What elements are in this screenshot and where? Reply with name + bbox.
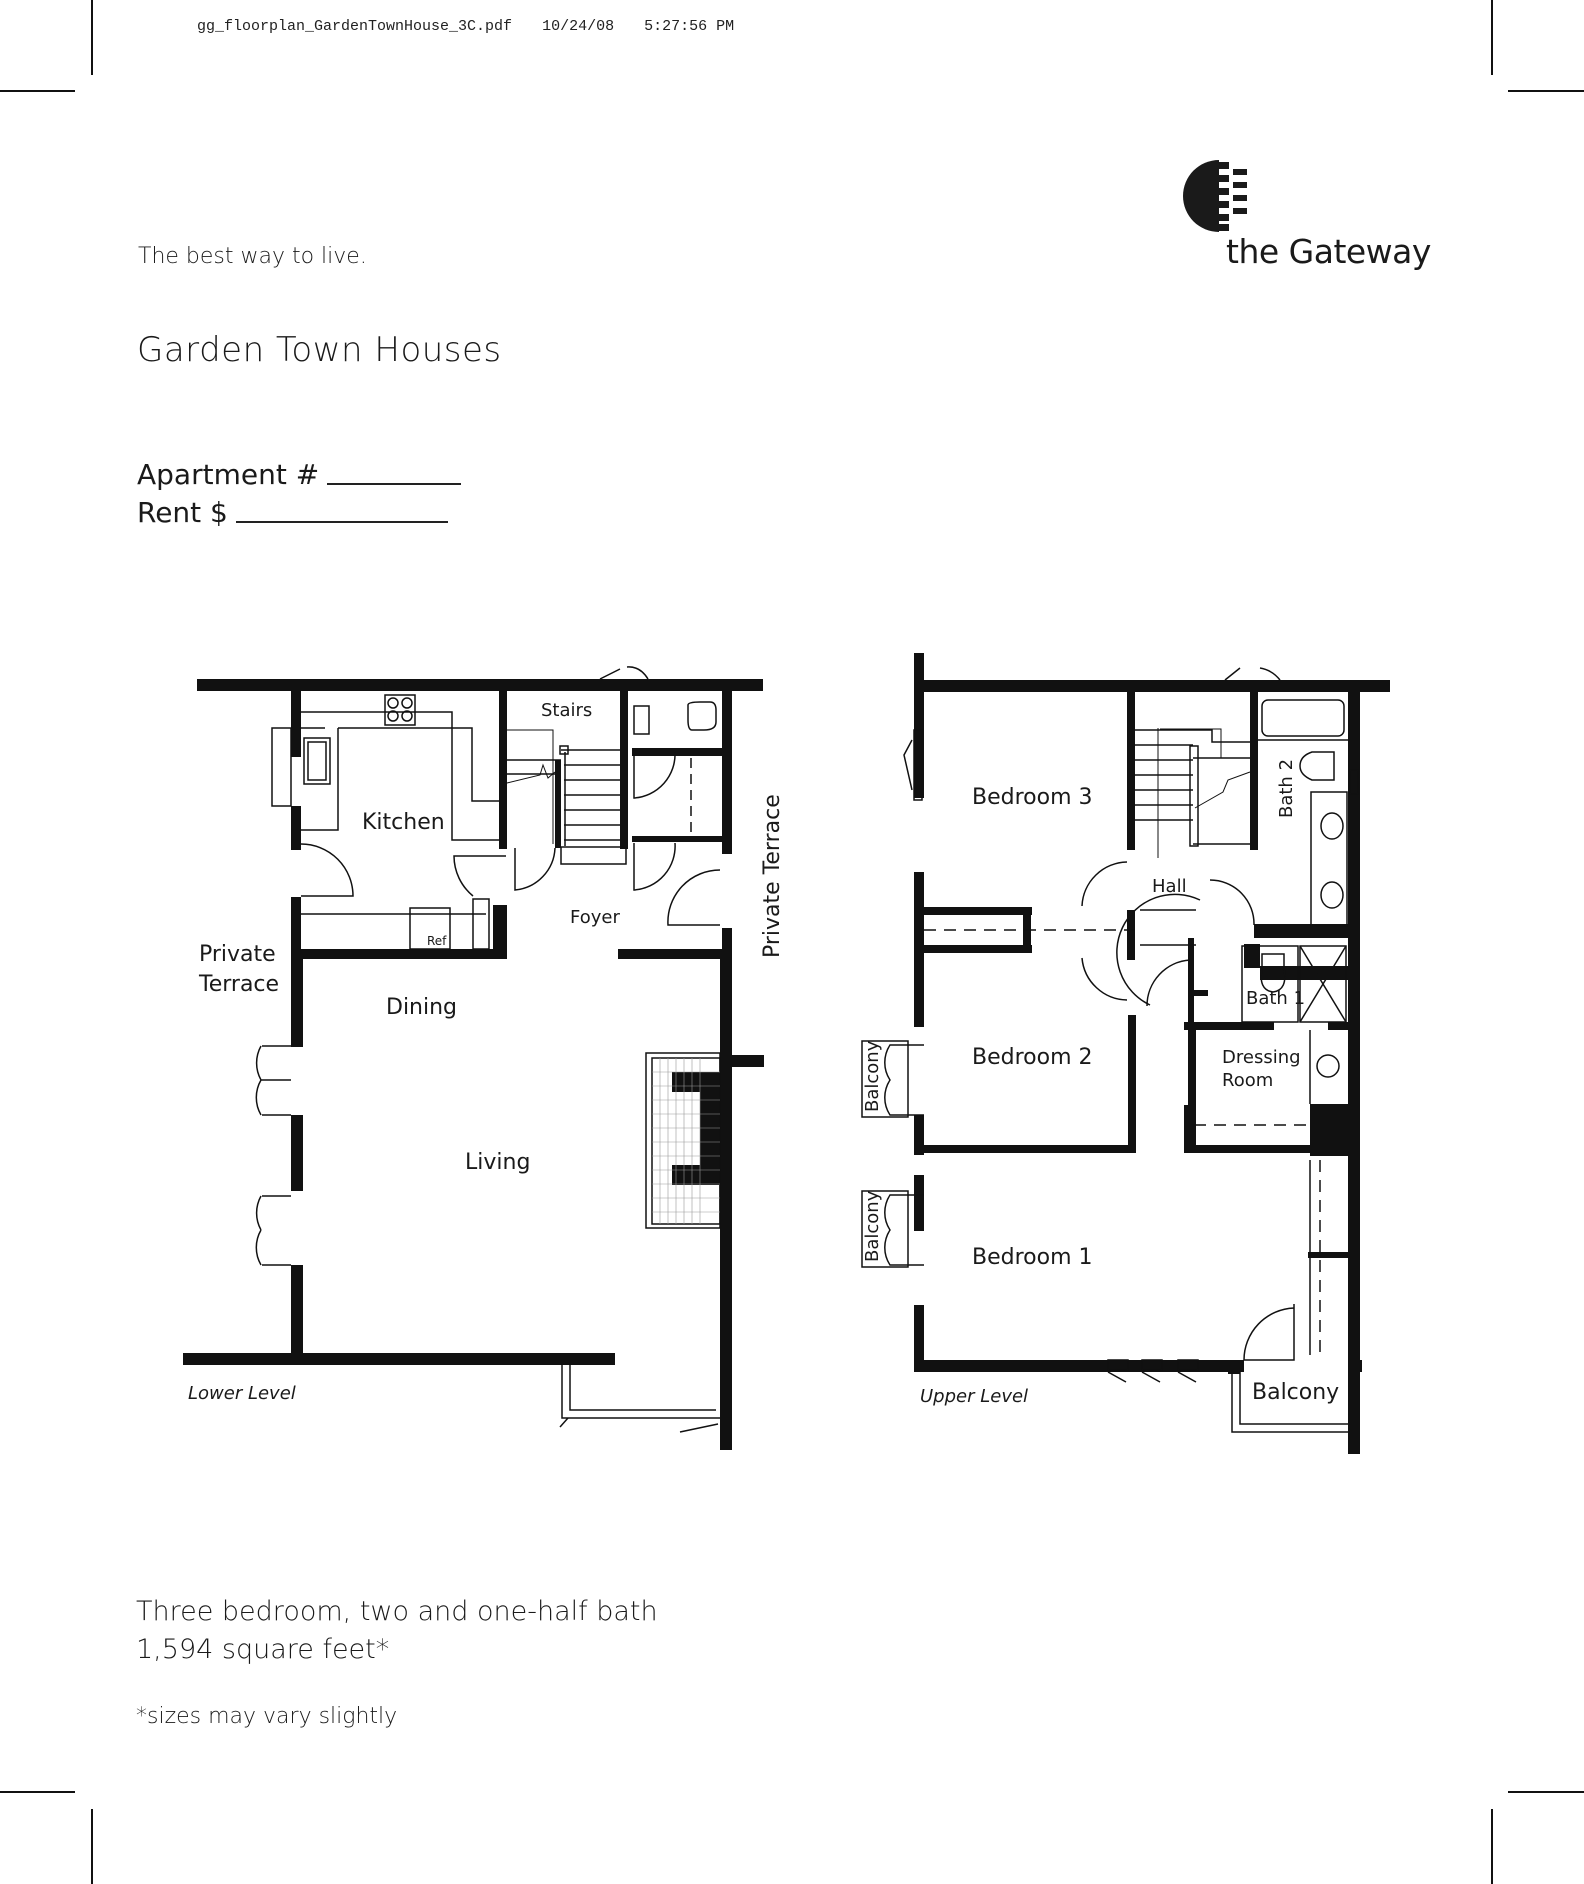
apartment-label: Apartment # — [137, 458, 320, 491]
rent-input[interactable] — [235, 521, 448, 523]
rent-field: Rent $ — [137, 496, 448, 529]
lower-level-walls — [183, 679, 764, 1450]
room-label-dining: Dining — [386, 995, 458, 1020]
room-label-dressing-2: Room — [1222, 1070, 1274, 1091]
room-label-kitchen: Kitchen — [362, 810, 445, 835]
gateway-logo-icon — [1183, 160, 1253, 236]
hearth-grid — [652, 1058, 720, 1224]
print-date: 10/24/08 — [542, 18, 615, 35]
room-label-private-terrace-left-2: Terrace — [199, 972, 280, 997]
room-label-private-terrace-right: Private Terrace — [760, 794, 785, 958]
room-label-bedroom-3: Bedroom 3 — [972, 785, 1093, 810]
logo-text: the Gateway — [1226, 232, 1431, 271]
crop-mark — [0, 1791, 75, 1793]
room-label-hall: Hall — [1152, 876, 1187, 897]
file-name: gg_floorplan_GardenTownHouse_3C.pdf — [197, 18, 513, 35]
room-label-dressing-1: Dressing — [1222, 1047, 1301, 1068]
room-label-balcony-main: Balcony — [1252, 1380, 1340, 1405]
lower-level-caption: Lower Level — [188, 1383, 296, 1404]
footnote: *sizes may vary slightly — [136, 1704, 398, 1729]
room-label-living: Living — [465, 1150, 531, 1175]
apartment-input[interactable] — [327, 483, 462, 485]
crop-mark — [91, 0, 93, 75]
upper-level-caption: Upper Level — [920, 1386, 1029, 1407]
print-header: gg_floorplan_GardenTownHouse_3C.pdf 10/24… — [197, 18, 764, 35]
room-label-ref: Ref — [427, 934, 447, 948]
crop-mark — [1491, 0, 1493, 75]
summary-line-1: Three bedroom, two and one-half bath — [136, 1596, 658, 1627]
room-label-bedroom-2: Bedroom 2 — [972, 1045, 1093, 1070]
room-label-balcony-top: Balcony — [862, 1040, 883, 1112]
apartment-field: Apartment # — [137, 458, 462, 491]
crop-mark — [1508, 1791, 1584, 1793]
print-time: 5:27:56 PM — [644, 18, 735, 35]
upper-level-fixtures — [861, 667, 1359, 1433]
crop-mark — [1508, 90, 1584, 92]
crop-mark — [91, 1809, 93, 1884]
room-label-balcony-bottom: Balcony — [862, 1190, 883, 1262]
page-title: Garden Town Houses — [137, 330, 502, 370]
summary-line-2: 1,594 square feet* — [136, 1634, 390, 1665]
room-label-bath-1: Bath 1 — [1246, 988, 1306, 1009]
room-label-stairs: Stairs — [541, 700, 593, 721]
room-label-bath-2: Bath 2 — [1276, 758, 1297, 818]
room-label-foyer: Foyer — [570, 907, 620, 928]
room-label-bedroom-1: Bedroom 1 — [972, 1245, 1093, 1270]
crop-mark — [1491, 1809, 1493, 1884]
crop-mark — [0, 90, 75, 92]
rent-label: Rent $ — [137, 496, 228, 529]
tagline: The best way to live. — [138, 244, 367, 269]
lower-level-fixtures — [255, 666, 721, 1433]
room-label-private-terrace-left-1: Private — [199, 942, 276, 967]
